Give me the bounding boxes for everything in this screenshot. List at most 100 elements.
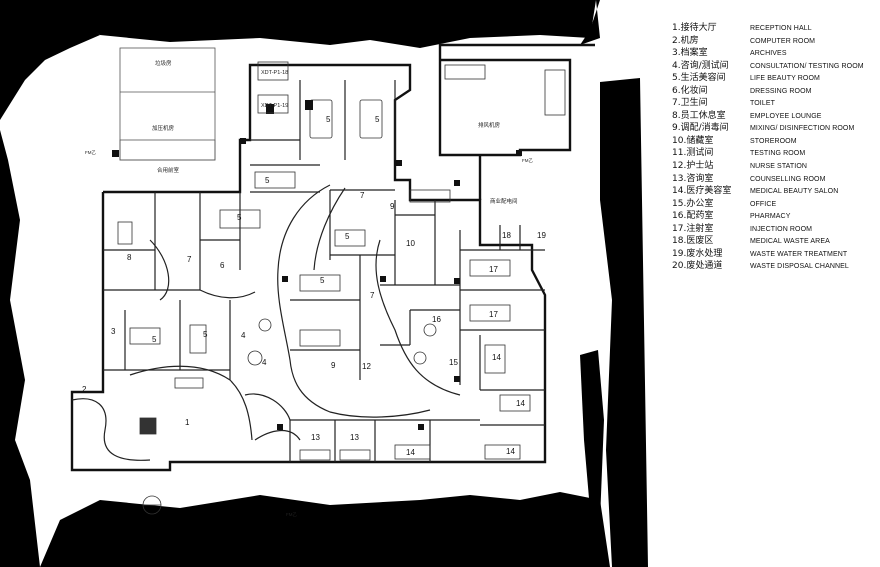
legend-cn: 11.测试间 xyxy=(672,148,714,159)
room-number: 5 xyxy=(203,330,208,339)
legend-en: EMPLOYEE LOUNGE xyxy=(750,112,822,120)
legend-row: 14.医疗美容室 MEDICAL BEAUTY SALON xyxy=(672,185,877,198)
room-number: 19 xyxy=(537,231,546,240)
room-numbers: 1 2 3 4 4 5 5 5 5 5 5 5 5 6 7 7 7 8 9 9 … xyxy=(82,115,546,457)
room-number: 12 xyxy=(362,362,371,371)
legend-en: ARCHIVES xyxy=(750,50,787,58)
legend-cn: 9.调配/消毒间 xyxy=(672,123,729,134)
legend-en: STOREROOM xyxy=(750,137,797,145)
room-number: 5 xyxy=(320,276,325,285)
legend-row: 5.生活美容间 LIFE BEAUTY ROOM xyxy=(672,72,877,85)
room-number: 5 xyxy=(152,335,157,344)
legend-cn: 8.员工休息室 xyxy=(672,110,726,121)
room-number: 8 xyxy=(127,253,132,262)
legend-en: RECEPTION HALL xyxy=(750,25,812,32)
plan-text: XDT-P1-18 XDT-P1-19 垃圾房 加压机房 排风机房 商业配电间 … xyxy=(85,59,533,517)
background-mask xyxy=(0,0,648,567)
legend-cn: 17.注射室 xyxy=(672,223,714,234)
legend-cn: 5.生活美容间 xyxy=(672,73,726,84)
legend-row: 15.办公室 OFFICE xyxy=(672,198,877,211)
legend-en: TESTING ROOM xyxy=(750,150,806,158)
legend-en: PHARMACY xyxy=(750,213,791,221)
shafts xyxy=(257,61,289,114)
legend-en: MEDICAL BEAUTY SALON xyxy=(750,188,839,196)
legend-cn: 4.咨询/测试间 xyxy=(672,60,729,71)
legend-en: TOILET xyxy=(750,100,775,108)
room-number: 14 xyxy=(406,448,415,457)
legend-en: MEDICAL WASTE AREA xyxy=(750,238,830,246)
legend-cn: 1.接待大厅 xyxy=(672,23,717,33)
entrance-marker xyxy=(142,495,162,515)
room-number: 7 xyxy=(360,191,365,200)
room-number: 15 xyxy=(449,358,458,367)
legend-en: COMPUTER ROOM xyxy=(750,37,816,45)
room-number: 18 xyxy=(502,231,511,240)
legend-row: 20.废处通道 WASTE DISPOSAL CHANNEL xyxy=(672,260,877,273)
legend-row: 13.咨询室 COUNSELLING ROOM xyxy=(672,173,877,186)
neighbor-label-right: 排风机房 xyxy=(478,121,501,129)
room-number: 16 xyxy=(432,315,441,324)
room-number: 9 xyxy=(390,202,395,211)
legend-cn: 6.化妆间 xyxy=(672,85,708,96)
room-number: 17 xyxy=(489,265,498,274)
room-number: 5 xyxy=(345,232,350,241)
neighbor-building xyxy=(119,47,216,161)
room-number: 2 xyxy=(82,385,87,394)
room-number: 5 xyxy=(265,176,270,185)
legend-cn: 10.储藏室 xyxy=(672,135,714,146)
legend-cn: 20.废处通道 xyxy=(672,261,723,272)
legend-row: 6.化妆间 DRESSING ROOM xyxy=(672,85,877,98)
legend-row: 2.机房 COMPUTER ROOM xyxy=(672,35,877,48)
legend-en: WASTE DISPOSAL CHANNEL xyxy=(750,263,849,271)
legend-en: INJECTION ROOM xyxy=(750,225,813,233)
legend-en: COUNSELLING ROOM xyxy=(750,175,826,183)
legend-en: NURSE STATION xyxy=(750,163,808,171)
legend-cn: 2.机房 xyxy=(672,35,699,46)
room-number: 14 xyxy=(492,353,501,362)
legend-cn: 3.档案室 xyxy=(672,48,708,59)
room-number: 14 xyxy=(506,447,515,456)
room-number: 4 xyxy=(262,358,267,367)
room-number: 5 xyxy=(237,213,242,222)
legend-cn: 13.咨询室 xyxy=(672,173,714,184)
legend-cn: 15.办公室 xyxy=(672,198,714,209)
legend-row: 8.员工休息室 EMPLOYEE LOUNGE xyxy=(672,110,877,123)
interior-walls xyxy=(103,80,545,462)
neighbor-label-top: 垃圾房 xyxy=(155,59,172,67)
legend-cn: 14.医疗美容室 xyxy=(672,186,732,197)
legend-row: 3.档案室 ARCHIVES xyxy=(672,47,877,60)
room-number: 9 xyxy=(331,361,336,370)
legend-en: WASTE WATER TREATMENT xyxy=(750,250,848,258)
shaft-label-1: XDT-P1-18 xyxy=(261,70,288,76)
legend-row: 17.注射室 INJECTION ROOM xyxy=(672,223,877,236)
legend-row: 11.测试间 TESTING ROOM xyxy=(672,147,877,160)
neighbor-label-mid: 加压机房 xyxy=(152,124,175,132)
room-number: 5 xyxy=(326,115,331,124)
room-legend: 1.接待大厅 RECEPTION HALL 2.机房 COMPUTER ROOM 3… xyxy=(672,22,877,273)
furniture xyxy=(117,64,566,461)
room-number: 7 xyxy=(370,291,375,300)
legend-cn: 19.废水处理 xyxy=(672,248,723,259)
door-tag-2: FM乙 xyxy=(522,157,533,163)
legend-en: LIFE BEAUTY ROOM xyxy=(750,75,820,83)
door-tag-1: FM乙 xyxy=(85,149,96,155)
legend-en: OFFICE xyxy=(750,200,777,208)
shaft-label-2: XDT-P1-19 xyxy=(261,103,288,109)
room-number: 13 xyxy=(311,433,320,442)
room-number: 4 xyxy=(241,331,246,340)
room-number: 3 xyxy=(111,327,116,336)
room-number: 10 xyxy=(406,239,415,248)
curved-corridor xyxy=(71,184,461,461)
legend-row: 1.接待大厅 RECEPTION HALL xyxy=(672,22,877,35)
legend-en: DRESSING ROOM xyxy=(750,87,812,95)
room-number: 14 xyxy=(516,399,525,408)
legend-row: 19.废水处理 WASTE WATER TREATMENT xyxy=(672,248,877,261)
legend-row: 10.储藏室 STOREROOM xyxy=(672,135,877,148)
legend-cn: 16.配药室 xyxy=(672,211,714,222)
